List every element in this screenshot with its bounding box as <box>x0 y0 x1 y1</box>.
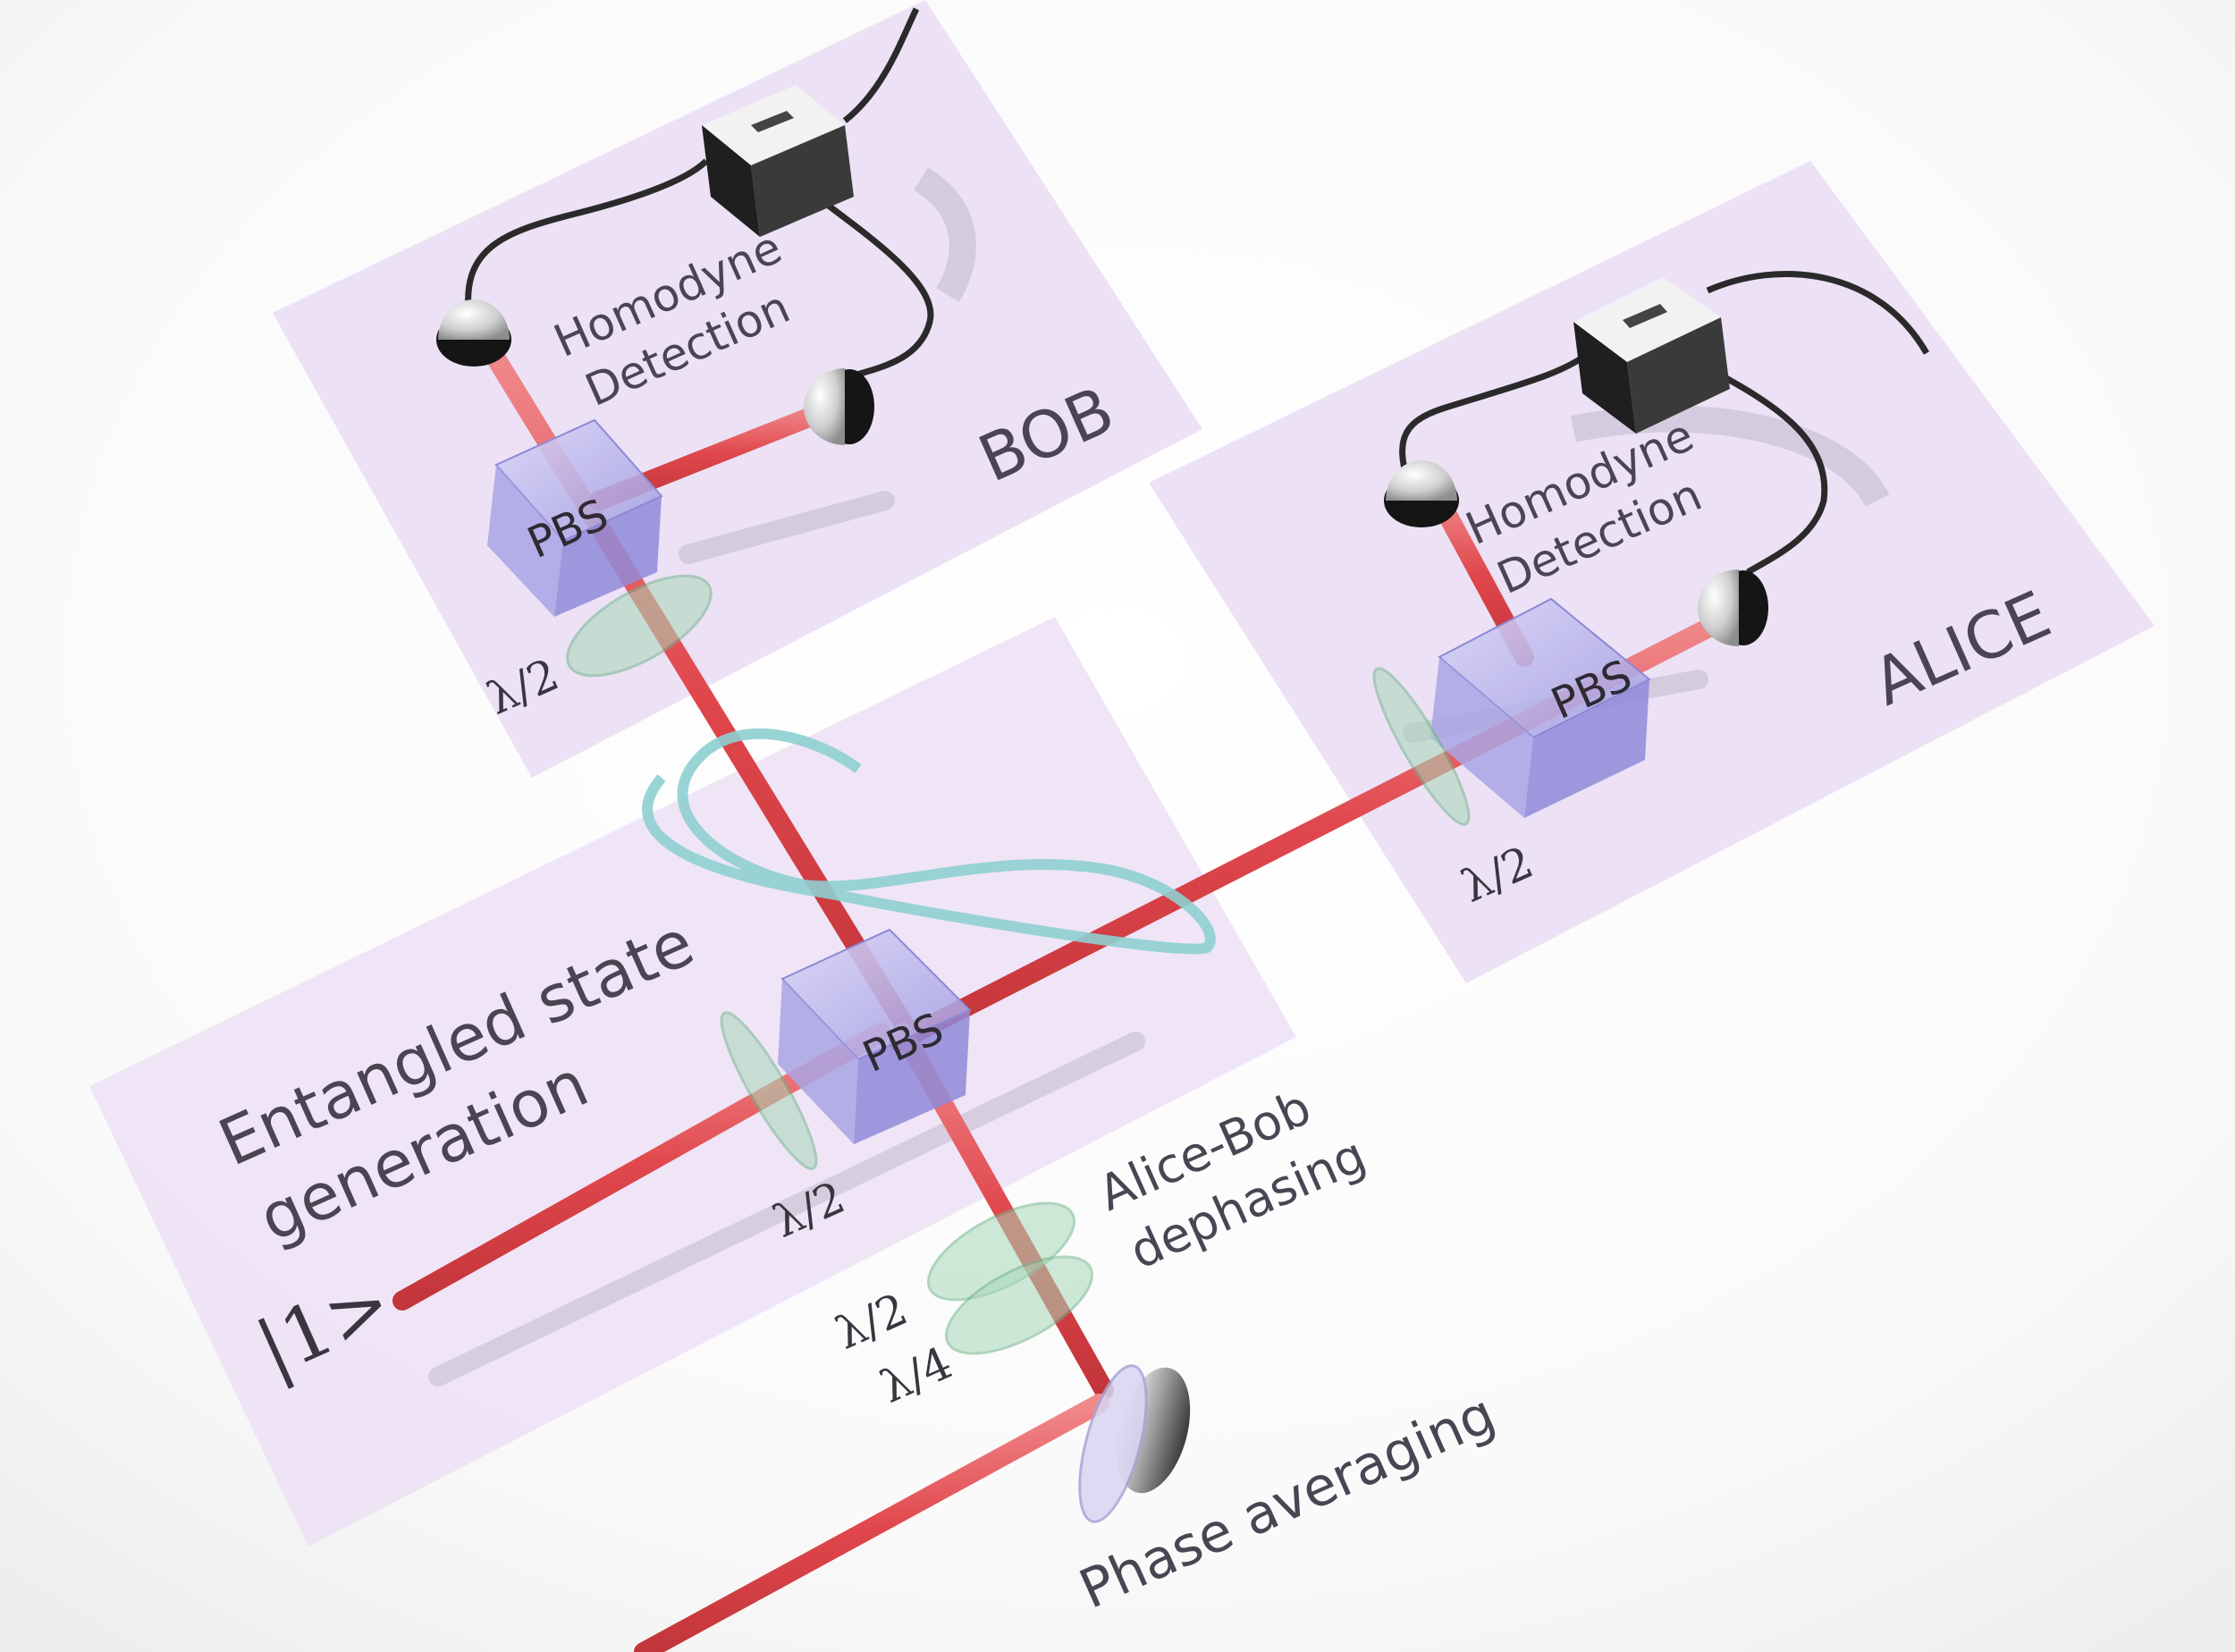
bob-homodyne-box <box>702 85 854 237</box>
bob-panel <box>273 0 1202 778</box>
waveplate-alice <box>1372 667 1471 826</box>
alice-detector-top <box>1384 460 1459 527</box>
waveplate-bob <box>566 574 713 678</box>
bob-cable-right <box>820 198 934 379</box>
bob-detector-top <box>436 299 511 367</box>
alice-detector-right <box>1697 569 1768 646</box>
alice-homodyne-box <box>1573 277 1730 434</box>
bob-cable-left <box>465 158 709 318</box>
alice-cable-left <box>1399 355 1584 485</box>
fiber-loop <box>642 728 1216 955</box>
bob-cable-out <box>842 7 920 123</box>
alice-cable-out <box>1706 270 1930 355</box>
waveplate-input <box>720 1011 818 1170</box>
pbs-center-cube <box>778 928 972 1144</box>
bob-detector-right <box>803 368 874 445</box>
beam-from-mirror <box>634 1394 1109 1652</box>
pbs-bob-cube <box>487 418 663 617</box>
waveplate-dephasing-quarter <box>945 1255 1093 1355</box>
alice-cable-right <box>1688 354 1828 576</box>
pbs-alice-cube <box>1430 597 1651 818</box>
phase-averaging-mirror <box>1078 1364 1191 1523</box>
entangled-panel <box>89 617 1296 1547</box>
